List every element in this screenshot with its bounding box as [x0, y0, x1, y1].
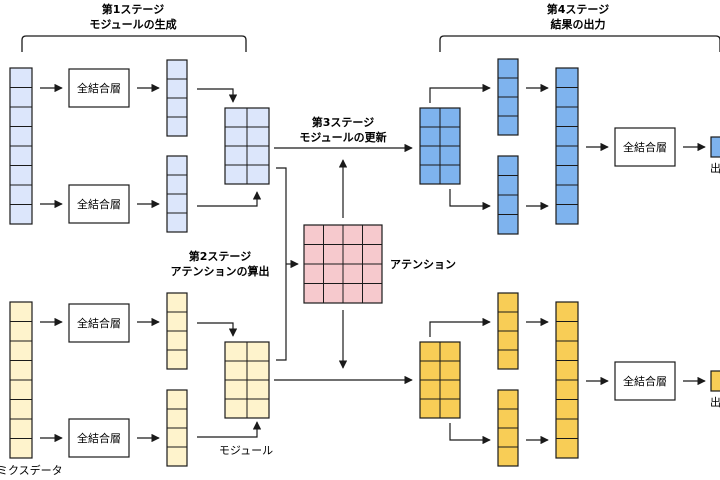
output-label-bottom: 出: [710, 395, 720, 409]
fc-label: 全結合層: [77, 316, 121, 330]
connector: [276, 167, 287, 361]
fc-label: 全結合層: [77, 81, 121, 95]
stage4-header: 第4ステージ 結果の出力: [439, 2, 720, 52]
yellow-input-vector: [9, 301, 33, 459]
stage2-header: 第2ステージ アテンションの算出: [171, 249, 270, 278]
yellow-updated-matrix: [419, 341, 461, 419]
fc-layer-box-yellow-1: 全結合層: [68, 303, 130, 343]
fc-label: 全結合層: [623, 374, 667, 388]
arrow: [429, 317, 491, 337]
stage2-subtitle: アテンションの算出: [171, 264, 270, 278]
arrow: [197, 191, 262, 207]
yellow-concat-vector: [555, 301, 579, 459]
yellow-module-matrix: [224, 341, 270, 419]
stage4-subtitle: 結果の出力: [551, 17, 606, 31]
stage3-title: 第3ステージ: [312, 115, 374, 129]
stage1-subtitle: モジュールの生成: [89, 17, 176, 31]
yellow-split-vector-2: [497, 389, 519, 467]
blue-vector-short-1: [166, 59, 188, 137]
fc-label: 全結合層: [623, 140, 667, 154]
blue-split-vector-1: [497, 58, 519, 136]
arrow: [197, 322, 238, 337]
fc-label: 全結合層: [77, 197, 121, 211]
blue-input-vector: [9, 67, 33, 225]
attention-label: アテンション: [390, 258, 456, 271]
blue-updated-matrix: [419, 107, 461, 185]
fc-layer-box-yellow-2: 全結合層: [68, 418, 130, 458]
fc-layer-box-blue-2: 全結合層: [68, 184, 130, 224]
attention-matrix: [303, 224, 383, 304]
stage1-header: 第1ステージ モジュールの生成: [21, 2, 247, 52]
output-label-top: 出: [710, 161, 720, 175]
arrow: [197, 88, 238, 103]
yellow-vector-short-1: [166, 292, 188, 370]
fc-layer-box-blue-out: 全結合層: [614, 127, 676, 167]
module-label: モジュール: [219, 444, 273, 457]
stage1-title: 第1ステージ: [102, 2, 164, 16]
stage4-title: 第4ステージ: [547, 2, 609, 16]
blue-vector-short-2: [166, 155, 188, 233]
arrow: [197, 421, 262, 438]
stage2-title: 第2ステージ: [189, 249, 251, 263]
fc-label: 全結合層: [77, 431, 121, 445]
stage3-subtitle: モジュールの更新: [299, 130, 386, 144]
yellow-split-vector-1: [497, 292, 519, 370]
blue-module-matrix: [224, 107, 270, 185]
fc-layer-box-blue-1: 全結合層: [68, 68, 130, 108]
blue-concat-vector: [555, 67, 579, 225]
blue-output-cell: [710, 136, 720, 158]
stage3-header: 第3ステージ モジュールの更新: [299, 115, 386, 144]
arrow: [429, 83, 491, 103]
stage1-bracket: [21, 35, 247, 52]
yellow-vector-short-2: [166, 389, 188, 467]
blue-split-vector-2: [497, 155, 519, 235]
yellow-output-cell: [710, 370, 720, 392]
arrow: [449, 189, 491, 211]
fc-layer-box-yellow-out: 全結合層: [614, 361, 676, 401]
arrow: [449, 423, 491, 445]
stage4-bracket: [439, 35, 720, 52]
input-data-label: ミクスデータ: [0, 463, 63, 477]
